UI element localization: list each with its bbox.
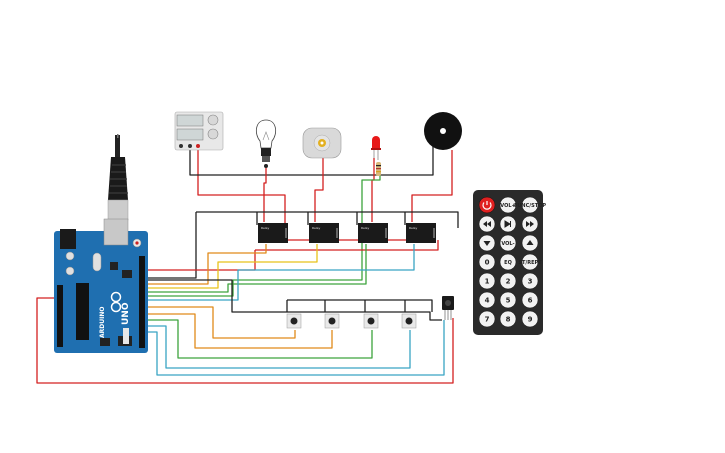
remote-button: 7	[478, 310, 496, 328]
remote-up-button	[521, 234, 539, 252]
ir-remote: VOL+FUNC/STOP VOL- 0 EQ ST/REPT 1 2 3 4 5 6 7 8 9	[473, 190, 546, 335]
remote-button-label: EQ	[504, 260, 512, 266]
remote-button: 2	[499, 272, 517, 290]
ir-receiver	[442, 296, 454, 320]
push-button-3	[363, 313, 379, 329]
relay-4: Relay	[406, 223, 436, 243]
remote-button-label: 3	[528, 278, 533, 286]
push-button-1	[286, 313, 302, 329]
remote-button-label: VOL+	[500, 203, 515, 209]
remote-button-label: 4	[485, 297, 490, 305]
remote-forward-button	[521, 215, 539, 233]
remote-button-label: 6	[528, 297, 533, 305]
wire-cyan-btn4	[148, 325, 411, 369]
wire-green-relay3	[148, 244, 367, 293]
remote-button: 0	[478, 253, 496, 271]
remote-button-label: 7	[485, 316, 490, 324]
power-supply	[174, 111, 224, 151]
wire-cyan-relay4	[148, 244, 415, 301]
relay-1: Relay	[258, 223, 288, 243]
board-model: UNO	[121, 302, 131, 325]
remote-button-label: VOL-	[501, 241, 514, 247]
remote-button: FUNC/STOP	[514, 196, 546, 214]
svg-text:Relay: Relay	[261, 226, 269, 230]
wire-black-relay-rail	[196, 211, 459, 228]
remote-button: 4	[478, 291, 496, 309]
wire-red-lamp	[263, 168, 267, 222]
usb-cable	[107, 134, 129, 221]
light-bulb	[255, 119, 277, 168]
remote-button-label: FUNC/STOP	[514, 203, 546, 209]
remote-button-label: 0	[485, 259, 490, 267]
remote-button-label: 5	[506, 297, 511, 305]
wire-red-ir	[36, 297, 454, 384]
wire-cyan-ir	[148, 320, 445, 376]
relay-2: Relay	[309, 223, 339, 243]
wire-orange-btn2	[148, 313, 333, 349]
remote-play-button	[499, 215, 517, 233]
remote-button: EQ	[499, 253, 517, 271]
remote-button: 3	[521, 272, 539, 290]
remote-rewind-button	[478, 215, 496, 233]
remote-button-label: 9	[528, 316, 533, 324]
remote-button-label: 1	[485, 278, 490, 286]
remote-button: 5	[499, 291, 517, 309]
forward-icon	[526, 221, 534, 227]
remote-button: 6	[521, 291, 539, 309]
rewind-icon	[483, 221, 491, 227]
relay-3: Relay	[358, 223, 388, 243]
svg-text:Relay: Relay	[361, 226, 369, 230]
wire-orange-btn1	[148, 306, 296, 339]
wire-yellow-relay2	[148, 244, 318, 289]
remote-button: VOL-	[499, 234, 517, 252]
remote-button: VOL+	[499, 196, 517, 214]
wire-red-motor	[314, 158, 324, 222]
push-button-4	[401, 313, 417, 329]
down-icon	[483, 241, 491, 246]
board-brand: ARDUINO	[99, 307, 106, 338]
remote-button: 8	[499, 310, 517, 328]
push-button-2	[324, 313, 340, 329]
play-icon	[504, 220, 511, 228]
dc-motor	[302, 127, 342, 159]
buzzer	[424, 112, 462, 150]
wire-green-led	[148, 170, 381, 297]
wire-orange-relay1	[148, 244, 267, 285]
wires	[36, 135, 459, 384]
wire-red-relay-rail	[255, 240, 439, 251]
remote-down-button	[478, 234, 496, 252]
red-led	[371, 136, 381, 176]
remote-button-label: ST/REPT	[518, 260, 542, 266]
wire-black-buttons	[148, 279, 442, 321]
wire-black-supply	[189, 135, 434, 176]
svg-text:Relay: Relay	[312, 226, 320, 230]
remote-button-label: 2	[506, 278, 511, 286]
remote-button-label: 8	[506, 316, 511, 324]
wire-red-buzzer	[411, 150, 453, 222]
up-icon	[526, 240, 534, 245]
remote-button: 1	[478, 272, 496, 290]
arduino-uno-board: ARDUINO UNO	[54, 218, 148, 353]
svg-text:Relay: Relay	[409, 226, 417, 230]
arduino-logo	[110, 291, 122, 313]
wire-green-btn3	[148, 319, 373, 359]
remote-power-button	[478, 196, 496, 214]
power-icon	[482, 201, 492, 210]
remote-button: ST/REPT	[518, 253, 542, 271]
remote-button: 9	[521, 310, 539, 328]
